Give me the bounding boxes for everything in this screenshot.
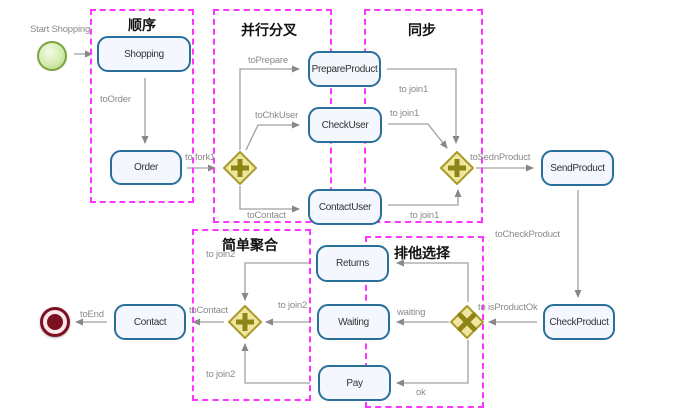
- edge-to-chk-user: [245, 121, 300, 151]
- gateway-join2[interactable]: [228, 305, 262, 339]
- edge-to-contact-user: [239, 186, 300, 213]
- edge-join1-c: [388, 189, 462, 206]
- edge-label-join2-a: to join2: [206, 249, 236, 260]
- node-check-product[interactable]: CheckProduct: [543, 304, 615, 340]
- edge-ok: [396, 340, 469, 387]
- node-pay[interactable]: Pay: [318, 365, 391, 401]
- edge-label-ok: ok: [416, 387, 426, 398]
- node-contact-user[interactable]: ContactUser: [308, 189, 382, 225]
- edge-label-to-chk-user: toChkUser: [255, 110, 299, 121]
- gateway-fork1[interactable]: [223, 151, 257, 185]
- edge-join1-a: [387, 68, 460, 144]
- node-order[interactable]: Order: [110, 150, 182, 185]
- edge-label-to-check-product: toCheckProduct: [495, 229, 560, 240]
- edge-label-join1-a: to join1: [399, 84, 429, 95]
- edge-label-to-fork1: to fork1: [185, 152, 216, 163]
- parallel-gateway-icon: [223, 151, 257, 185]
- edge-label-join1-b: to join1: [390, 108, 420, 119]
- edge-label-to-end: toEnd: [80, 309, 104, 320]
- zone-title-parallel-split: 并行分叉: [241, 23, 297, 39]
- zone-title-synchronization: 同步: [408, 23, 436, 39]
- gateway-join1[interactable]: [440, 151, 474, 185]
- edge-label-to-contact: toContact: [189, 305, 228, 316]
- zone-title-exclusive-choice: 排他选择: [394, 246, 450, 262]
- node-waiting[interactable]: Waiting: [317, 304, 390, 340]
- gateway-decision[interactable]: [450, 305, 484, 339]
- zone-title-sequence: 顺序: [128, 18, 156, 34]
- edge-to-prepare: [239, 65, 300, 150]
- edge-label-waiting: waiting: [397, 307, 426, 318]
- node-contact[interactable]: Contact: [114, 304, 186, 340]
- edge-label-start: Start Shopping: [30, 24, 91, 35]
- edge-label-to-order: toOrder: [100, 94, 131, 105]
- edge-label-to-contact-user: toContact: [247, 210, 286, 221]
- node-returns[interactable]: Returns: [316, 245, 389, 282]
- parallel-gateway-icon: [440, 151, 474, 185]
- node-send-product[interactable]: SendProduct: [541, 150, 614, 186]
- node-check-user[interactable]: CheckUser: [308, 107, 382, 143]
- zone-title-simple-merge: 简单聚合: [222, 238, 278, 254]
- node-shopping[interactable]: Shopping: [97, 36, 191, 72]
- edge-label-to-prepare: toPrepare: [248, 55, 288, 66]
- zone-simple-merge: [192, 229, 311, 401]
- end-event-icon[interactable]: [40, 307, 70, 337]
- node-prepare-product[interactable]: PrepareProduct: [308, 51, 381, 87]
- edge-label-join1-c: to join1: [410, 210, 440, 221]
- edge-join2-a: [241, 262, 310, 301]
- edge-label-join2-b: to join2: [278, 300, 308, 311]
- edge-no: [396, 259, 469, 302]
- start-event-icon[interactable]: [37, 41, 67, 71]
- edge-join2-c: [241, 343, 310, 384]
- edge-label-to-is-product-ok: to isProductOk: [478, 302, 538, 313]
- edge-label-to-send-product: toSednProduct: [470, 152, 531, 163]
- end-event-core: [47, 314, 63, 330]
- exclusive-gateway-icon: [450, 305, 484, 339]
- edge-label-join2-c: to join2: [206, 369, 236, 380]
- zone-sequence: [90, 9, 194, 203]
- parallel-gateway-icon: [228, 305, 262, 339]
- edge-join1-b: [388, 123, 448, 149]
- edge-label-no: no: [415, 251, 426, 262]
